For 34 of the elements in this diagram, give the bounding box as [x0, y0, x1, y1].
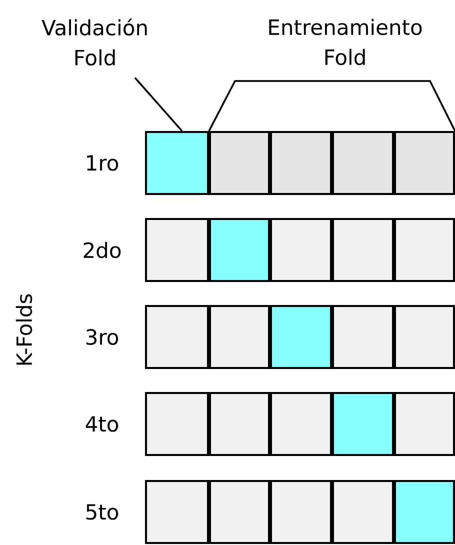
training-cell: [270, 392, 332, 456]
training-cell: [145, 305, 209, 369]
validation-cell: [270, 305, 332, 369]
validation-cell: [145, 131, 209, 195]
training-cell: [332, 305, 394, 369]
leader-line: [134, 77, 183, 132]
training-cell: [394, 305, 455, 369]
validation-cell: [332, 392, 394, 456]
training-cell: [145, 480, 209, 544]
training-cell: [145, 392, 209, 456]
validation-cell: [209, 218, 270, 282]
training-cell: [270, 218, 332, 282]
row-label: 3ro: [86, 329, 118, 345]
training-cell: [209, 392, 270, 456]
training-cell: [145, 218, 209, 282]
row-label: 2do: [84, 242, 121, 258]
row-label: 5to: [86, 504, 118, 520]
fold-caption: Validación Fold: [42, 18, 147, 66]
row-label: 1ro: [87, 155, 118, 171]
row-label: 4to: [86, 416, 118, 432]
training-cell: [394, 131, 455, 195]
training-cell: [332, 480, 394, 544]
training-cell: [394, 218, 455, 282]
training-cell: [394, 392, 455, 456]
fold-caption: Entrenamiento Fold: [269, 18, 422, 66]
training-cell: [209, 305, 270, 369]
training-cell: [209, 480, 270, 544]
training-cell: [332, 131, 394, 195]
training-cell: [209, 131, 270, 195]
training-cell: [270, 480, 332, 544]
training-cell: [332, 218, 394, 282]
training-cell: [270, 131, 332, 195]
validation-cell: [394, 480, 455, 544]
axis-label: K-Folds: [16, 294, 32, 365]
